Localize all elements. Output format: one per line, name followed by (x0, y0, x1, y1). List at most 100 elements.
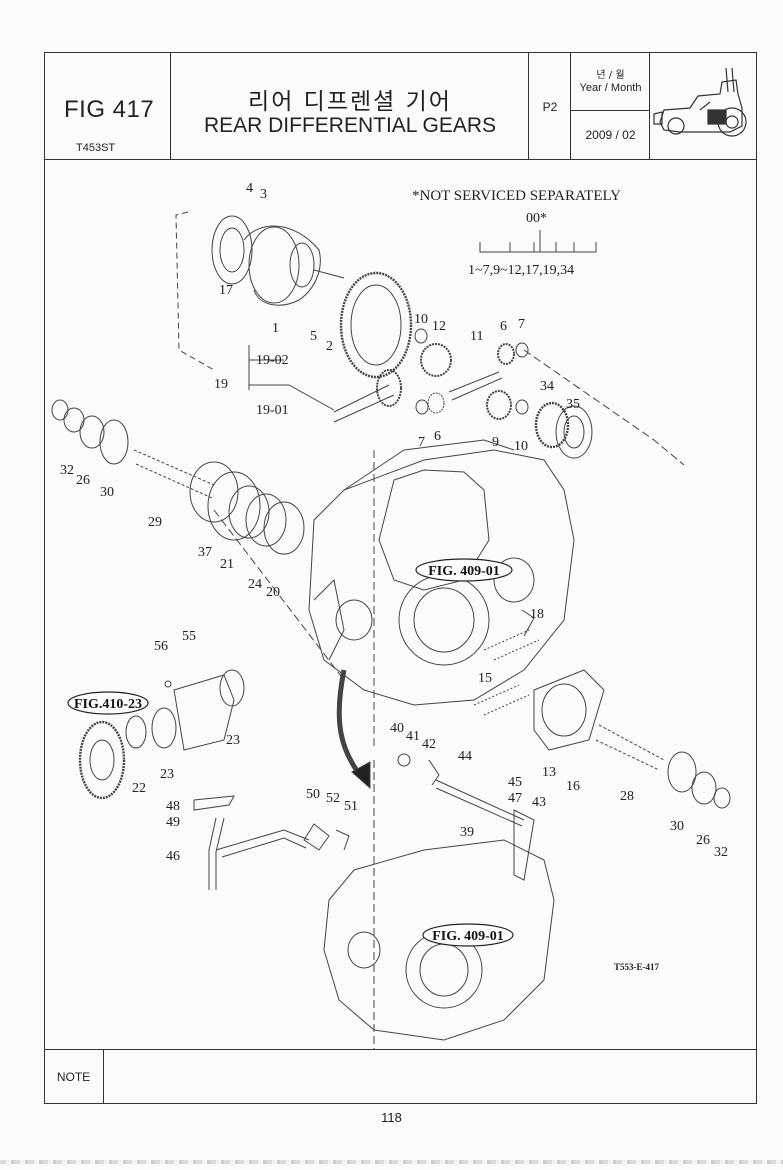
part-label: 28 (620, 789, 634, 804)
part-label: 46 (166, 849, 180, 864)
title-english: REAR DIFFERENTIAL GEARS (203, 114, 497, 137)
part-label: 18 (530, 607, 544, 622)
axle-shaft-drawing (51, 399, 305, 555)
part-label: 5 (310, 329, 317, 344)
part-label: 43 (532, 795, 546, 810)
scan-artifact (0, 1160, 783, 1164)
title-cell: 리어 디프렌셜 기어 REAR DIFFERENTIAL GEARS (171, 52, 529, 159)
part-label: 6 (500, 319, 507, 334)
part-label: 40 (390, 721, 404, 736)
part-label: 7 (418, 435, 425, 450)
part-label: 23 (226, 733, 240, 748)
date-cell: 년 / 월 Year / Month 2009 / 02 (571, 52, 650, 159)
part-label: 12 (432, 319, 446, 334)
part-label: 29 (148, 515, 162, 530)
part-label: 37 (198, 545, 212, 560)
part-label: 21 (220, 557, 234, 572)
part-label: 44 (458, 749, 472, 764)
part-label: 30 (670, 819, 684, 834)
year-month-label-en: Year / Month (579, 82, 642, 94)
kit-number: 00* (526, 211, 547, 226)
part-label: 20 (266, 585, 280, 600)
header-table: FIG 417 T453ST 리어 디프렌셜 기어 REAR DIFFERENT… (44, 52, 757, 160)
callout-bracket (248, 345, 335, 411)
kit-bracket (479, 230, 597, 253)
page-frame (44, 52, 757, 1104)
part-labels: 4 3 17 1 5 2 19-02 19 19-01 10 12 11 6 7… (60, 181, 728, 864)
part-label: 4 (246, 181, 253, 196)
year-month-value: 2009 / 02 (585, 128, 636, 142)
part-label: 24 (248, 577, 262, 592)
pinion-shaft-drawing (333, 369, 402, 423)
page-number: 118 (381, 1110, 402, 1125)
callout-bracket (521, 609, 535, 637)
assembly-arrow-head (351, 761, 371, 790)
part-label: 19 (214, 377, 228, 392)
lower-gear-assembly-drawing (78, 669, 245, 800)
part-label: 39 (460, 825, 474, 840)
ref-fig-409-01-upper[interactable]: FIG. 409-01 (428, 564, 500, 579)
model-code: T453ST (76, 142, 116, 154)
assembly-arrow (336, 669, 366, 782)
part-label: 22 (132, 781, 146, 796)
tractor-icon (653, 67, 747, 137)
part-label: 13 (542, 765, 556, 780)
part-label: 50 (306, 787, 320, 802)
kit-contents: 1~7,9~12,17,19,34 (468, 263, 574, 278)
part-label: 19-02 (256, 353, 289, 368)
part-label: 55 (182, 629, 196, 644)
exploded-parts-diagram: FIG. 409-01 FIG.410-23 FIG. 409-01 *NOT … (51, 181, 731, 1049)
part-label: 10 (414, 312, 428, 327)
part-label: 11 (470, 329, 483, 344)
part-label: 32 (714, 845, 728, 860)
part-label: 32 (60, 463, 74, 478)
fig-cell: FIG 417 T453ST (44, 52, 171, 159)
differential-case-drawing (211, 215, 345, 306)
part-label: 48 (166, 799, 180, 814)
ref-callout[interactable] (67, 691, 149, 715)
right-axle-drawing (473, 629, 731, 809)
drawing-code: T553-E-417 (614, 962, 660, 972)
part-label: 51 (344, 799, 358, 814)
part-label: 15 (478, 671, 492, 686)
part-label: 6 (434, 429, 441, 444)
part-label: 26 (696, 833, 710, 848)
part-label: 45 (508, 775, 522, 790)
part-label: 42 (422, 737, 436, 752)
ring-gear-drawing (339, 271, 413, 379)
part-label: 9 (492, 435, 499, 450)
leader-line (523, 349, 685, 466)
part-label: 26 (76, 473, 90, 488)
part-label: 49 (166, 815, 180, 830)
page-code-cell: P2 (529, 52, 571, 159)
part-label: 47 (508, 791, 522, 806)
year-month-label-kr: 년 / 월 (596, 70, 625, 81)
part-label: 1 (272, 321, 279, 336)
part-label: 41 (406, 729, 420, 744)
title-korean: 리어 디프렌셜 기어 (248, 89, 452, 115)
ref-fig-410-23[interactable]: FIG.410-23 (74, 697, 142, 712)
leader-line (175, 211, 215, 371)
part-label: 7 (518, 317, 525, 332)
fig-number: FIG 417 (64, 96, 155, 123)
part-label: 30 (100, 485, 114, 500)
ref-callout[interactable] (415, 558, 513, 582)
ref-callout[interactable] (422, 923, 514, 947)
side-gears-drawing (414, 328, 593, 459)
part-label: 2 (326, 339, 333, 354)
page-code: P2 (542, 100, 558, 114)
note-row: NOTE (44, 1049, 757, 1104)
part-label: 56 (154, 639, 168, 654)
part-label: 19-01 (256, 403, 289, 418)
part-label: 17 (219, 283, 233, 298)
part-label: 10 (514, 439, 528, 454)
date-divider (571, 110, 650, 111)
part-label: 34 (540, 379, 554, 394)
ref-fig-409-01-lower[interactable]: FIG. 409-01 (432, 929, 504, 944)
part-label: 52 (326, 791, 340, 806)
part-label: 35 (566, 397, 580, 412)
part-label: 23 (160, 767, 174, 782)
tractor-cell (650, 52, 756, 159)
part-label: 16 (566, 779, 580, 794)
